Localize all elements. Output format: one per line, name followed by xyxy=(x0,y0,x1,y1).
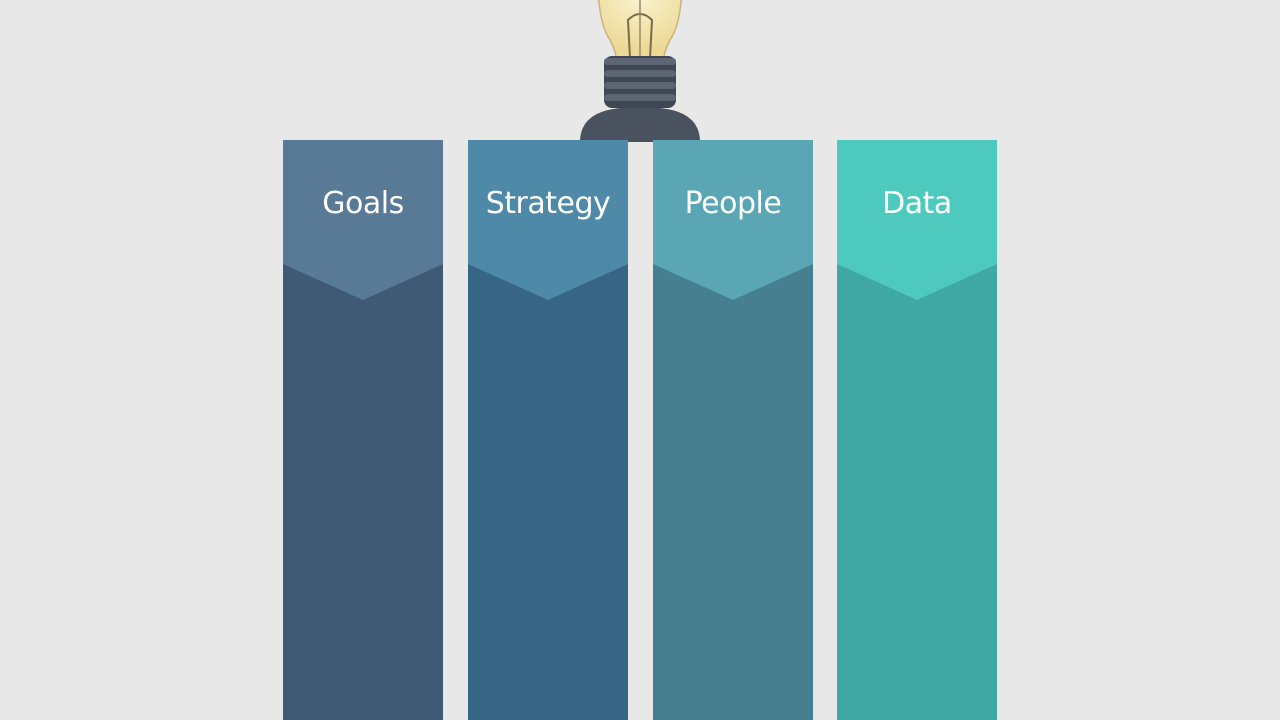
pillar-strategy-header xyxy=(468,140,628,300)
pillar-strategy: Strategy xyxy=(468,140,628,720)
pillar-people-label: People xyxy=(684,186,782,221)
pillar-people-header xyxy=(653,140,813,300)
pillar-data: Data xyxy=(837,140,997,720)
pillar-goals-header xyxy=(283,140,443,300)
pillar-data-header xyxy=(837,140,997,300)
pillar-strategy-label: Strategy xyxy=(485,186,611,221)
pillar-people: People xyxy=(653,140,813,720)
pillar-goals: Goals xyxy=(283,140,443,720)
pillar-data-label: Data xyxy=(882,186,952,221)
lightbulb-icon xyxy=(580,0,700,142)
pillar-goals-label: Goals xyxy=(322,186,404,221)
